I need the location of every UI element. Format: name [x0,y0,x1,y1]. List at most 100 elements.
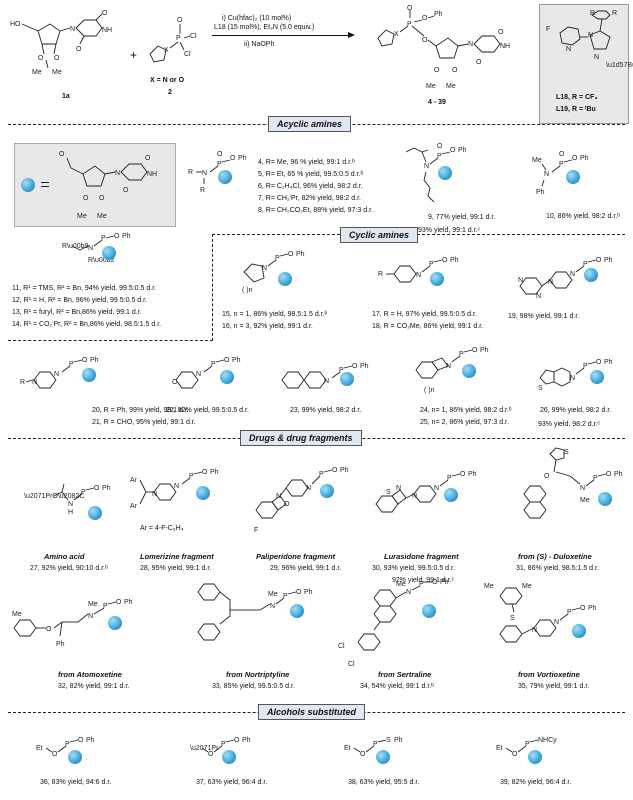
ball-icon [572,624,586,638]
svg-text:O: O [544,473,550,480]
svg-text:R: R [200,187,205,194]
svg-text:X: X [164,47,169,54]
entry-28: 28, 95% yield, 99:1 d.r. [140,565,212,572]
svg-text:O: O [234,737,240,744]
svg-text:N: N [446,363,451,370]
svg-text:Ph: Ph [588,605,597,612]
svg-text:Cl: Cl [338,643,345,650]
svg-text:P: P [211,361,216,368]
svg-text:O: O [432,579,438,586]
svg-text:Me: Me [522,583,532,590]
svg-text:S: S [386,737,391,744]
svg-text:N: N [324,378,329,385]
entry-15: 15, n = 1, 86% yield, 98.5:1.5 d.r.ᵇ [222,311,328,318]
svg-text:P: P [176,35,181,42]
svg-text:N: N [196,371,201,378]
svg-text:Ph: Ph [440,579,449,586]
svg-text:F: F [254,527,258,534]
svg-text:O: O [472,347,478,354]
svg-text:Me: Me [426,83,436,90]
entry-10: 10, 86% yield, 98:2 d.r.ᵇ [546,213,620,220]
ball-icon [444,488,458,502]
svg-text:N: N [88,245,93,252]
svg-text:Ph: Ph [604,359,613,366]
svg-text:Ph: Ph [468,471,477,478]
svg-text:N: N [32,379,37,386]
svg-text:O: O [452,67,458,74]
entry-25: 25, n= 2, 86% yield, 97:3 d.r. [420,419,509,426]
ball-icon [290,604,304,618]
section-title-cyclic: Cyclic amines [340,227,419,243]
entry-19: 19, 98% yield, 99:1 d.r. [508,313,580,320]
svg-text:Me: Me [88,601,98,608]
sm2-x-label: X = N or O [150,77,185,84]
svg-text:Ph: Ph [56,641,65,648]
ball-icon [340,372,354,386]
svg-text:N: N [406,589,411,596]
entry-35: 35, 79% yield, 99:1 d.r. [518,683,590,690]
svg-text:O: O [332,467,338,474]
svg-text:Ph: Ph [210,469,219,476]
svg-text:P: P [283,593,288,600]
svg-text:Ph: Ph [480,347,489,354]
entry-29: 29, 96% yield, 99:1 d.r. [270,565,342,572]
svg-text:O: O [99,195,105,202]
ball-icon [320,484,334,498]
svg-text:O: O [596,359,602,366]
svg-text:R: R [188,169,193,176]
condition-2: L18 (15 mol%), Et₃N (5.0 equiv.) [214,24,315,31]
svg-text:( )n: ( )n [242,287,253,294]
svg-text:S: S [564,449,569,456]
svg-text:P: P [373,741,378,748]
svg-text:Ph: Ph [360,363,369,370]
svg-text:N: N [588,32,593,39]
condition-1: i) Cu(hfac)₂ (10 mol%) [222,15,292,22]
svg-text:N: N [262,265,267,272]
svg-text:O: O [288,251,294,258]
svg-text:O: O [512,751,518,758]
svg-text:N: N [202,170,207,177]
svg-text:NH: NH [147,171,157,178]
svg-text:O: O [38,55,44,62]
drug-30-title: Lurasidone fragment [384,552,459,561]
svg-text:\u1d57Bu: \u1d57Bu [606,62,633,69]
svg-text:R: R [378,271,383,278]
svg-text:N: N [434,485,439,492]
svg-text:P: P [101,235,106,242]
svg-text:N: N [536,293,541,300]
svg-text:O: O [437,143,443,150]
entry-38: 38, 63% yield, 95:5 d.r. [348,779,420,786]
entry-36: 36, 83% yield, 94:6 d.r. [40,779,112,786]
entry-8: 8, R= CH₂CO₂Et, 88% yield, 97:3 d.r. [258,207,373,214]
entry-14: 14, R¹ = CO₂ⁱPr, R² = Bn,86% yield, 98.5… [12,321,162,328]
svg-text:O: O [476,59,482,66]
svg-text:Me: Me [580,497,590,504]
svg-text:Ar: Ar [130,477,138,484]
svg-text:S: S [538,385,543,392]
svg-text:Me: Me [77,213,87,220]
entry-9a: 9, 77% yield, 99:1 d.r. [428,214,496,221]
svg-text:R: R [612,10,617,17]
svg-text:N: N [518,277,523,284]
svg-text:N: N [548,279,553,286]
svg-text:O: O [52,751,58,758]
svg-text:Ph: Ph [296,251,305,258]
svg-text:Me: Me [484,583,494,590]
entry-13: 13, R¹ = furyl, R² = Bn,86% yield, 99:1 … [12,309,142,316]
svg-text:R\u00b2: R\u00b2 [88,257,115,264]
ball-icon [430,272,444,286]
svg-text:\u2071Pr: \u2071Pr [190,745,219,752]
svg-text:O: O [434,67,440,74]
svg-text:N: N [270,603,275,610]
